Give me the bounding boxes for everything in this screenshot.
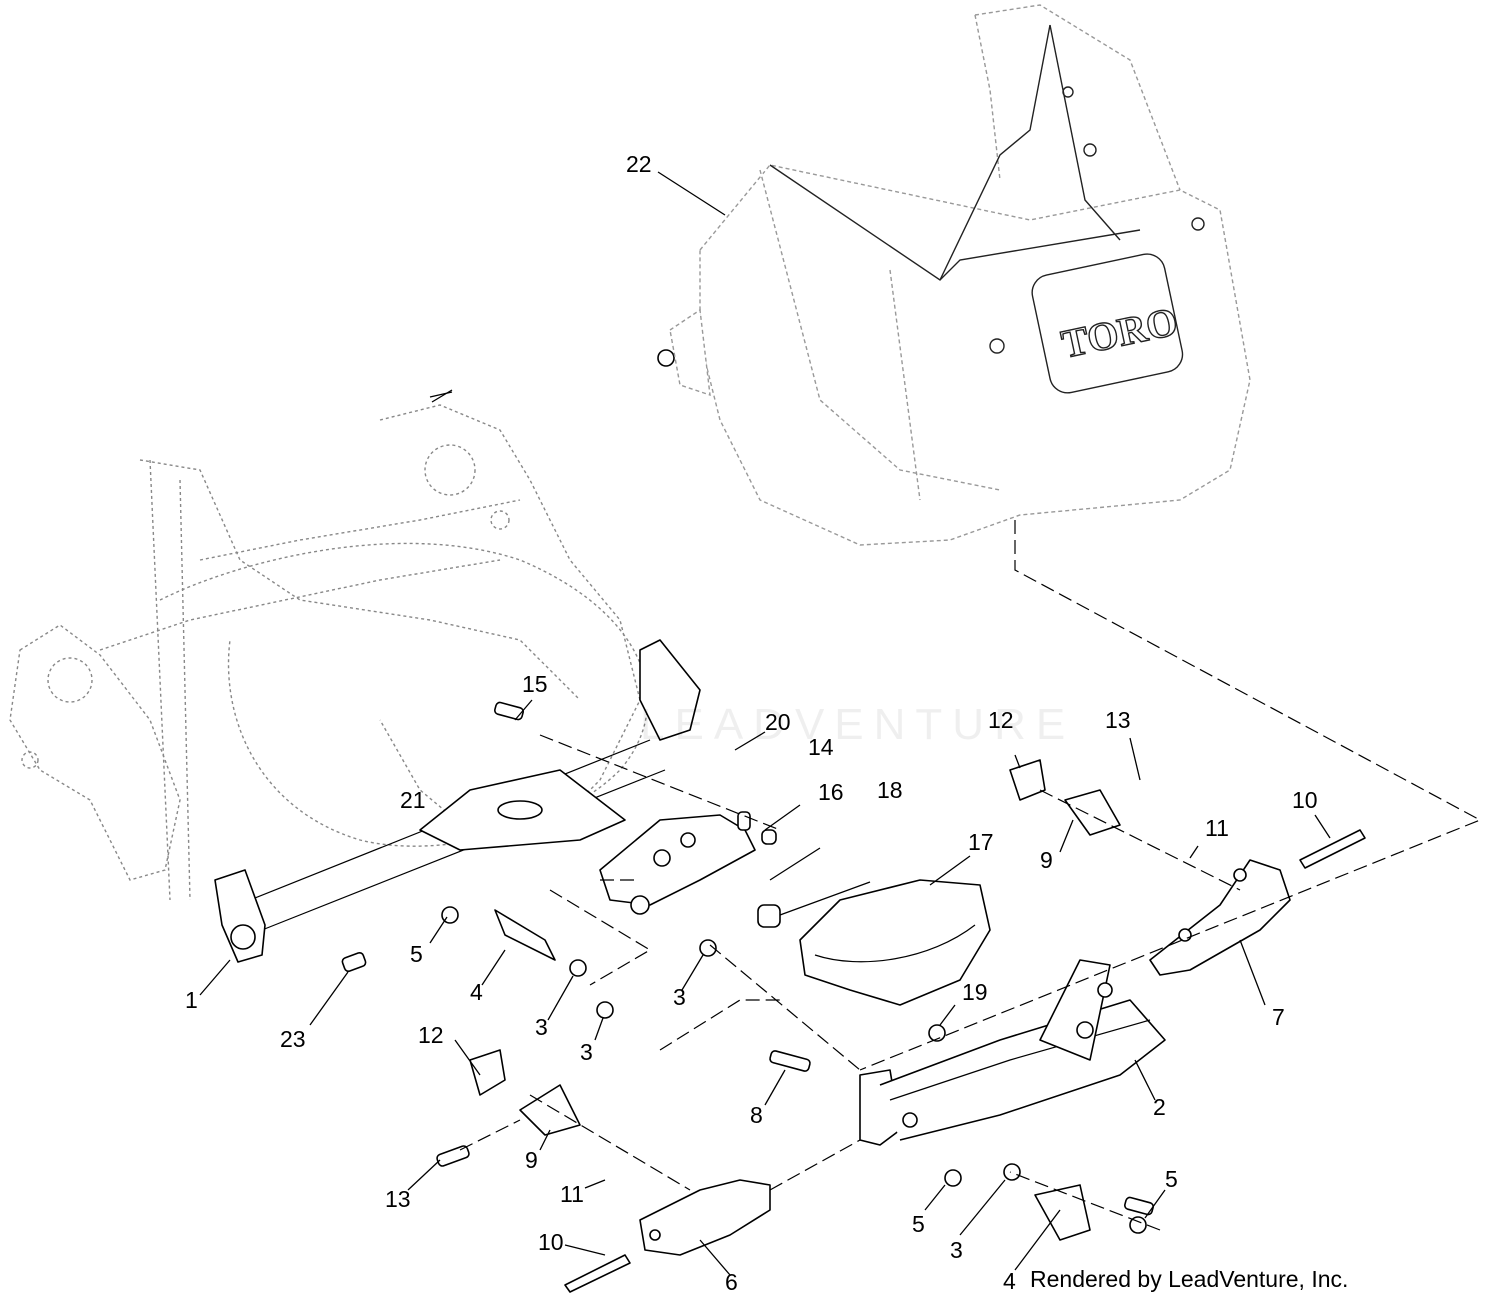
callout-17: 17 [968, 829, 994, 855]
side-link-7 [1149, 829, 1366, 976]
side-link-6 [564, 1179, 771, 1293]
pivot-shaft [214, 639, 701, 963]
callout-9-lower: 9 [525, 1147, 538, 1173]
callout-15: 15 [522, 671, 548, 697]
callout-1: 1 [185, 987, 198, 1013]
callout-3-d: 3 [950, 1237, 963, 1263]
rocker-arm-14 [599, 811, 777, 915]
callout-23: 23 [280, 1026, 306, 1052]
callout-16: 16 [818, 779, 844, 805]
assembly-lines [459, 520, 1482, 1231]
callout-3-a: 3 [535, 1014, 548, 1040]
callout-10-upper: 10 [1292, 787, 1318, 813]
callout-6: 6 [725, 1269, 738, 1295]
callout-5-right: 5 [1165, 1166, 1178, 1192]
callout-11-lower: 11 [560, 1181, 584, 1207]
callout-22: 22 [626, 151, 652, 177]
callout-12-upper: 12 [988, 707, 1014, 733]
callout-7: 7 [1272, 1004, 1285, 1030]
callout-3-b: 3 [673, 984, 686, 1010]
callout-18: 18 [877, 777, 903, 803]
lift-arm-2 [859, 959, 1166, 1146]
callout-21: 21 [400, 787, 426, 813]
callout-19: 19 [962, 979, 988, 1005]
callout-3-c: 3 [580, 1039, 593, 1065]
callout-5-mid: 5 [912, 1211, 925, 1237]
callout-13-lower: 13 [385, 1186, 411, 1212]
callout-5-left: 5 [410, 941, 423, 967]
callout-12-lower: 12 [418, 1022, 444, 1048]
render-credit: Rendered by LeadVenture, Inc. [1030, 1266, 1349, 1292]
callout-4-left: 4 [470, 979, 483, 1005]
callout-20: 20 [765, 709, 791, 735]
callout-9-upper: 9 [1040, 847, 1053, 873]
callout-13-upper: 13 [1105, 707, 1131, 733]
callout-2: 2 [1153, 1094, 1166, 1120]
bumper-17 [757, 879, 991, 1042]
callout-numbers: 22 15 20 14 16 18 21 12 13 10 11 9 17 7 … [185, 151, 1318, 1295]
leadventure-watermark: LEADVENTURE [640, 700, 1076, 749]
callout-8: 8 [750, 1102, 763, 1128]
callout-4-right: 4 [1003, 1268, 1016, 1294]
callout-11-upper: 11 [1205, 815, 1229, 841]
hood-assembly: TORO [657, 4, 1251, 546]
callout-10-lower: 10 [538, 1229, 564, 1255]
callout-14: 14 [808, 734, 834, 760]
hardware [341, 701, 1154, 1241]
leader-lines [199, 171, 1331, 1276]
frame-ghost [9, 404, 649, 901]
